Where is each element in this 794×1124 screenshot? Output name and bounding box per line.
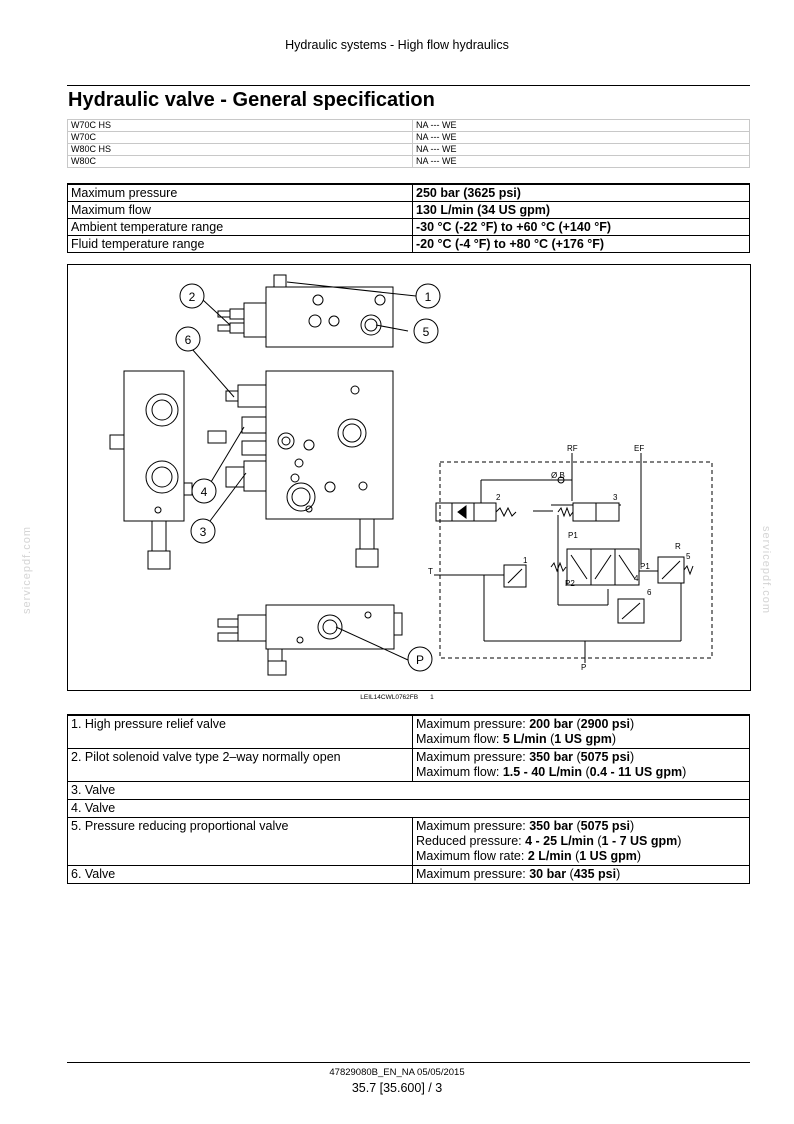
figure-code: LEIL14CWL0762FB: [360, 694, 419, 701]
figure-number: 1: [430, 694, 434, 701]
component-details: Maximum pressure: 30 bar (435 psi): [412, 865, 750, 884]
model-cell: W70C: [67, 131, 413, 144]
schematic-label-p2: P2: [565, 579, 575, 588]
callout-p: P: [416, 653, 424, 667]
figure-caption: LEIL14CWL0762FB 1: [0, 694, 794, 701]
schematic-label-p1: P1: [568, 531, 578, 540]
watermark-right: servicepdf.com: [760, 526, 772, 614]
component-row: 3. Valve: [67, 781, 750, 800]
market-cell: NA --- WE: [412, 131, 750, 144]
schematic-label-t: T: [428, 567, 433, 576]
schematic-label-6: 6: [647, 588, 652, 597]
callout-5: 5: [423, 325, 430, 339]
detail-line: Maximum pressure: 350 bar (5075 psi): [416, 819, 635, 833]
schematic-label-3: 3: [613, 493, 618, 502]
hydraulic-schematic: [434, 453, 713, 663]
detail-line: Maximum flow rate: 2 L/min (1 US gpm): [416, 849, 642, 863]
component-details: Maximum pressure: 350 bar (5075 psi) Max…: [412, 748, 750, 782]
footer-page-number: 35.7 [35.600] / 3: [351, 1081, 443, 1095]
component-row: 5. Pressure reducing proportional valve …: [67, 817, 750, 866]
component-name: 4. Valve: [67, 799, 750, 818]
footer-doc-id: 47829080B_EN_NA 05/05/2015: [329, 1067, 465, 1078]
callout-1: 1: [425, 290, 432, 304]
left-valve-block: [109, 370, 193, 570]
spec-value: -30 °C (-22 °F) to +60 °C (+140 °F): [412, 218, 750, 236]
component-row: 6. Valve Maximum pressure: 30 bar (435 p…: [67, 865, 750, 884]
component-name: 5. Pressure reducing proportional valve: [67, 817, 413, 866]
model-cell: W80C HS: [67, 143, 413, 156]
callout-6: 6: [185, 333, 192, 347]
watermark-left: servicepdf.com: [21, 526, 33, 614]
market-cell: NA --- WE: [412, 119, 750, 132]
spec-label: Fluid temperature range: [67, 235, 413, 253]
component-table: 1. High pressure relief valve Maximum pr…: [67, 714, 750, 884]
callout-3: 3: [200, 525, 207, 539]
spec-row: Ambient temperature range-30 °C (-22 °F)…: [67, 218, 750, 236]
schematic-label-p: P: [581, 663, 586, 672]
detail-line: Maximum pressure: 200 bar (2900 psi): [416, 717, 635, 731]
spec-value: 250 bar (3625 psi): [412, 183, 750, 202]
schematic-label-5: 5: [686, 552, 691, 561]
running-header: Hydraulic systems - High flow hydraulics: [285, 38, 509, 52]
spec-value: -20 °C (-4 °F) to +80 °C (+176 °F): [412, 235, 750, 253]
callout-leaders: [191, 281, 417, 661]
component-row: 4. Valve: [67, 799, 750, 818]
detail-line: Maximum pressure: 350 bar (5075 psi): [416, 750, 635, 764]
valve-figure: 1 2 3 4 5 6 P RF EF T P R P1 P2 P1 Ø B 1…: [67, 264, 751, 691]
page-title: Hydraulic valve - General specification: [68, 89, 435, 111]
callout-2: 2: [189, 290, 196, 304]
component-row: 2. Pilot solenoid valve type 2–way norma…: [67, 748, 750, 782]
component-name: 3. Valve: [67, 781, 750, 800]
bottom-valve-block: [217, 604, 403, 676]
component-name: 6. Valve: [67, 865, 413, 884]
schematic-label-1: 1: [523, 556, 528, 565]
schematic-label-4: 4: [634, 574, 639, 583]
callout-4: 4: [201, 485, 208, 499]
spec-label: Maximum flow: [67, 201, 413, 219]
detail-line: Reduced pressure: 4 - 25 L/min (1 - 7 US…: [416, 834, 682, 848]
component-details: Maximum pressure: 200 bar (2900 psi) Max…: [412, 714, 750, 749]
detail-line: Maximum pressure: 30 bar (435 psi): [416, 867, 621, 881]
footer-rule: [67, 1062, 750, 1063]
schematic-label-b: Ø B: [551, 471, 565, 480]
schematic-label-p1b: P1: [640, 562, 650, 571]
schematic-label-2: 2: [496, 493, 501, 502]
market-cell: NA --- WE: [412, 155, 750, 168]
detail-line: Maximum flow: 5 L/min (1 US gpm): [416, 732, 617, 746]
detail-line: Maximum flow: 1.5 - 40 L/min (0.4 - 11 U…: [416, 765, 687, 779]
title-rule: [67, 85, 750, 86]
component-row: 1. High pressure relief valve Maximum pr…: [67, 714, 750, 749]
component-name: 1. High pressure relief valve: [67, 714, 413, 749]
component-name: 2. Pilot solenoid valve type 2–way norma…: [67, 748, 413, 782]
top-valve-block: [217, 274, 394, 348]
model-cell: W70C HS: [67, 119, 413, 132]
schematic-label-r: R: [675, 542, 681, 551]
schematic-label-rf: RF: [567, 444, 578, 453]
spec-label: Maximum pressure: [67, 183, 413, 202]
component-details: Maximum pressure: 350 bar (5075 psi) Red…: [412, 817, 750, 866]
valve-drawing: 1 2 3 4 5 6 P RF EF T P R P1 P2 P1 Ø B 1…: [109, 274, 713, 676]
spec-value: 130 L/min (34 US gpm): [412, 201, 750, 219]
model-cell: W80C: [67, 155, 413, 168]
spec-label: Ambient temperature range: [67, 218, 413, 236]
callout-circles: [175, 283, 441, 672]
market-cell: NA --- WE: [412, 143, 750, 156]
schematic-label-ef: EF: [634, 444, 644, 453]
spec-row: Fluid temperature range-20 °C (-4 °F) to…: [67, 235, 750, 253]
main-valve-block: [207, 370, 394, 568]
